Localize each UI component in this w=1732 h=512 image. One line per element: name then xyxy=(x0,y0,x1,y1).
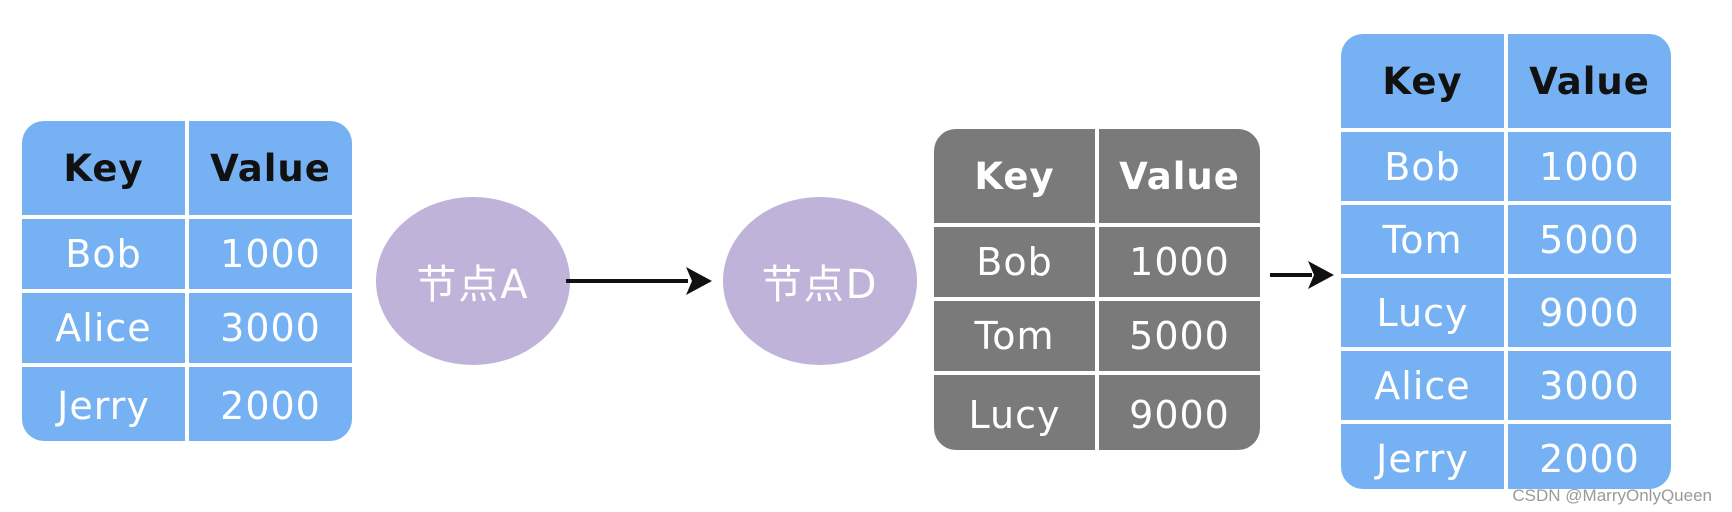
table-cell-key: Lucy xyxy=(934,375,1095,450)
table-cell-key: Alice xyxy=(1341,351,1504,420)
table-header-value: Value xyxy=(1508,34,1671,128)
table-cell-value: 1000 xyxy=(189,219,352,289)
table-cell-key: Tom xyxy=(1341,205,1504,274)
table-cell-value: 3000 xyxy=(189,293,352,363)
table-header-key: Key xyxy=(22,121,185,215)
table-header-key: Key xyxy=(934,129,1095,223)
node-d: 节点D xyxy=(723,197,917,365)
node-a: 节点A xyxy=(376,197,570,365)
table-cell-key: Bob xyxy=(1341,132,1504,201)
arrow-to-merged-table xyxy=(1270,261,1334,289)
table-header-key: Key xyxy=(1341,34,1504,128)
arrow-a-to-d xyxy=(566,267,712,295)
table-cell-value: 9000 xyxy=(1099,375,1260,450)
table-cell-value: 1000 xyxy=(1099,227,1260,297)
table-cell-value: 2000 xyxy=(189,367,352,441)
table-cell-key: Bob xyxy=(22,219,185,289)
table-header-value: Value xyxy=(189,121,352,215)
table-cell-key: Lucy xyxy=(1341,278,1504,347)
table-cell-key: Jerry xyxy=(22,367,185,441)
table-cell-value: 2000 xyxy=(1508,424,1671,489)
table-cell-value: 5000 xyxy=(1099,301,1260,371)
table-cell-value: 1000 xyxy=(1508,132,1671,201)
watermark: CSDN @MarryOnlyQueen xyxy=(1512,486,1712,505)
kv-table-node-d: Key Value Bob 1000 Tom 5000 Lucy 9000 xyxy=(934,129,1260,450)
kv-table-node-a: Key Value Bob 1000 Alice 3000 Jerry 2000 xyxy=(22,121,352,441)
table-header-value: Value xyxy=(1099,129,1260,223)
table-cell-value: 3000 xyxy=(1508,351,1671,420)
table-cell-value: 9000 xyxy=(1508,278,1671,347)
table-cell-key: Alice xyxy=(22,293,185,363)
kv-table-merged: Key Value Bob 1000 Tom 5000 Lucy 9000 Al… xyxy=(1341,34,1671,489)
table-cell-key: Jerry xyxy=(1341,424,1504,489)
table-cell-key: Tom xyxy=(934,301,1095,371)
table-cell-key: Bob xyxy=(934,227,1095,297)
table-cell-value: 5000 xyxy=(1508,205,1671,274)
